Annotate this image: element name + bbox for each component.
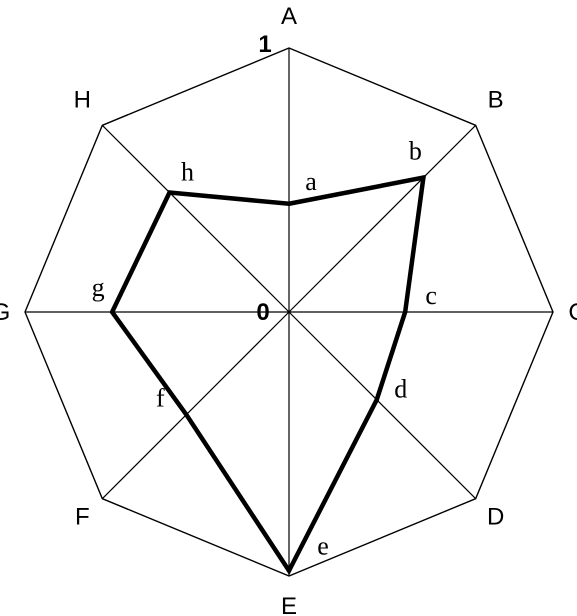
spoke-f [101, 311, 290, 500]
series-point-b [421, 175, 426, 180]
scale-label-one: 1 [258, 31, 271, 58]
spoke-b [288, 124, 477, 313]
point-label-g: g [92, 273, 105, 302]
series-point-f [184, 412, 189, 417]
point-label-e: e [317, 532, 329, 561]
series-point-g [109, 309, 115, 315]
point-label-d: d [394, 375, 407, 404]
radar-labels: A B C D E F G H 0 1 a b c d e f g h [0, 3, 577, 616]
axis-label-e: E [281, 593, 297, 616]
spoke-h [101, 124, 290, 313]
series-point-a [286, 201, 292, 206]
axis-label-g: G [0, 299, 10, 326]
axis-label-c: C [568, 299, 577, 326]
axis-label-h: H [74, 86, 91, 113]
series-point-d [374, 397, 379, 402]
point-label-c: c [425, 281, 437, 310]
axis-label-b: B [488, 86, 504, 113]
axis-label-f: F [75, 504, 90, 531]
spoke-d [288, 311, 477, 500]
radar-grid [24, 47, 554, 577]
series-point-c [402, 309, 408, 315]
scale-label-zero: 0 [256, 299, 269, 326]
point-label-h: h [181, 158, 194, 187]
point-label-b: b [409, 137, 422, 166]
point-label-f: f [156, 384, 165, 413]
series-point-h [167, 190, 172, 195]
series-polygon [109, 174, 427, 576]
radar-series [109, 174, 427, 576]
axis-label-d: D [487, 504, 504, 531]
point-label-a: a [305, 167, 317, 196]
axis-label-a: A [281, 3, 297, 30]
series-point-e [286, 568, 292, 573]
